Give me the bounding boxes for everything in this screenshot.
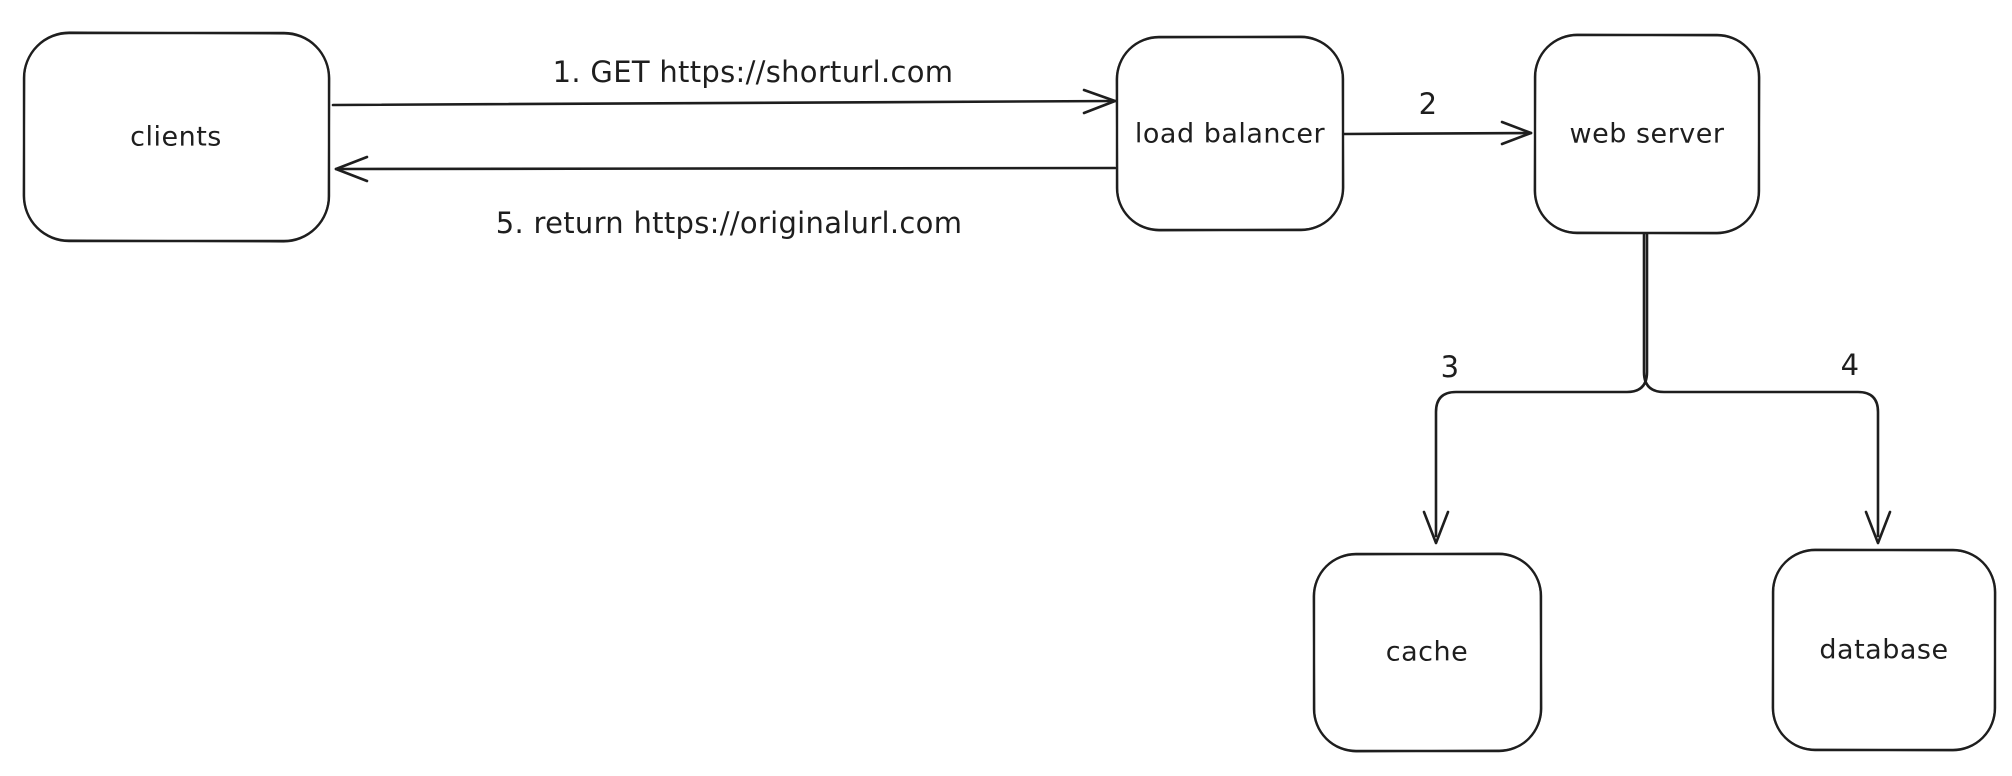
node-web-server-box-overstroke	[1533, 33, 1761, 235]
node-clients[interactable]: clients	[22, 31, 331, 243]
edge-1-arrow[interactable]	[331, 88, 1117, 115]
node-database-label: database	[1819, 635, 1948, 666]
node-web-server[interactable]: web server	[1533, 33, 1761, 235]
edge-3-line	[1434, 232, 1649, 538]
edge-5-arrow[interactable]	[334, 155, 1117, 183]
node-clients-label: clients	[130, 122, 222, 153]
edge-4-arrow[interactable]	[1642, 232, 1892, 545]
node-cache-label: cache	[1386, 637, 1468, 668]
edge-3-arrow[interactable]	[1422, 232, 1649, 545]
edge-5-label: 5. return https://originalurl.com	[496, 206, 963, 240]
edge-2-line	[1342, 131, 1533, 136]
node-database-box-overstroke	[1771, 548, 1997, 752]
edge-5-line	[334, 166, 1117, 171]
node-clients-box-overstroke	[22, 31, 331, 243]
node-database[interactable]: database	[1771, 548, 1997, 752]
node-load-balancer[interactable]: load balancer	[1115, 35, 1345, 232]
edge-3-arrowhead	[1422, 510, 1450, 545]
edge-3-label: 3	[1441, 350, 1460, 384]
node-cache-box-overstroke	[1312, 552, 1543, 753]
edge-1-label: 1. GET https://shorturl.com	[553, 55, 954, 89]
edge-2-arrow[interactable]	[1342, 120, 1533, 146]
edge-1-line	[331, 99, 1117, 107]
edge-2-arrowhead	[1500, 120, 1533, 146]
edge-2-label: 2	[1419, 87, 1438, 121]
edge-4-arrowhead	[1864, 510, 1892, 545]
edge-1-arrowhead	[1082, 88, 1117, 115]
edge-4-label: 4	[1841, 348, 1860, 382]
node-load-balancer-label: load balancer	[1135, 119, 1326, 150]
node-load-balancer-box-overstroke	[1115, 35, 1345, 232]
edge-4-line	[1642, 232, 1880, 538]
node-cache[interactable]: cache	[1312, 552, 1543, 753]
edge-5-arrowhead	[334, 155, 369, 183]
node-web-server-label: web server	[1570, 119, 1725, 150]
